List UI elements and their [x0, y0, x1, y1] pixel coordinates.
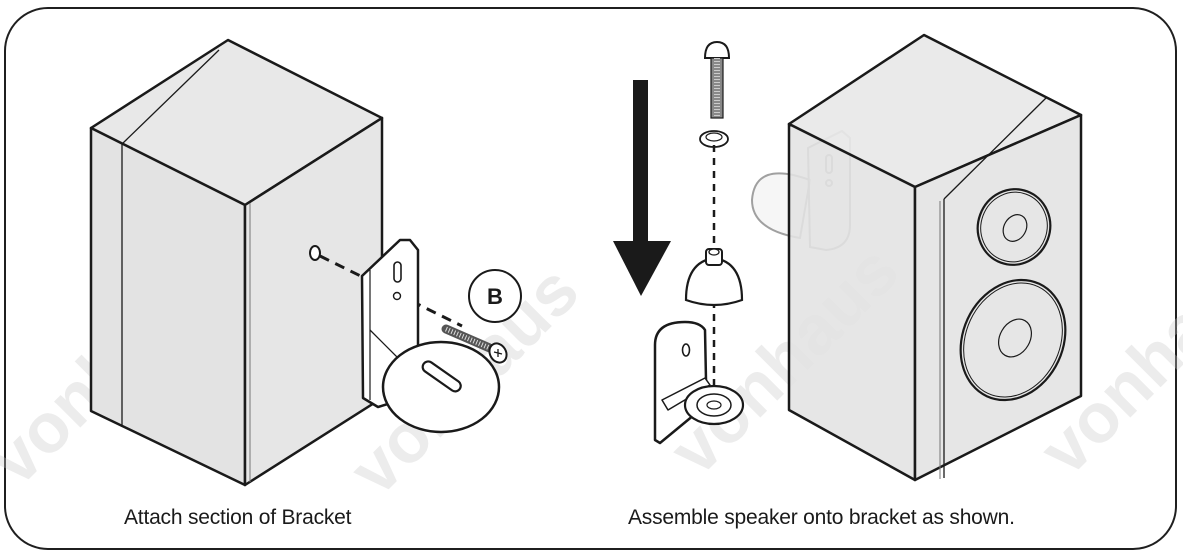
tweeter	[976, 188, 1052, 266]
mounting-hole	[309, 245, 321, 261]
woofer	[959, 278, 1067, 402]
bracket	[360, 238, 501, 434]
bolt	[703, 40, 731, 119]
dome-cap	[684, 248, 744, 307]
step-caption-left: Attach section of Bracket	[124, 506, 352, 529]
bracket-base	[653, 320, 745, 445]
washer	[699, 130, 729, 148]
speaker-cabinet-right	[787, 33, 1083, 482]
speaker-cabinet-left	[89, 38, 384, 487]
dashed-guide-line	[319, 254, 463, 328]
part-label-b: B	[468, 269, 522, 323]
down-arrow-icon	[613, 80, 671, 296]
screw	[441, 324, 508, 364]
part-label-text: B	[487, 284, 503, 309]
step-caption-right: Assemble speaker onto bracket as shown.	[628, 506, 1015, 529]
